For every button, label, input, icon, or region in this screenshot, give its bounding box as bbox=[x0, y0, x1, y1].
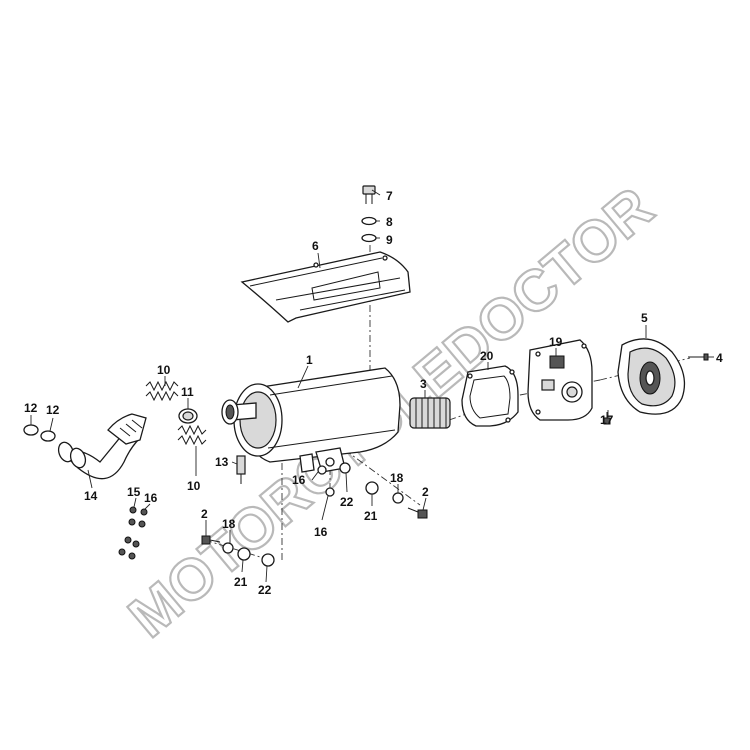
washer-8 bbox=[361, 216, 377, 226]
hardware-right bbox=[317, 462, 428, 519]
end-cap-5 bbox=[617, 338, 686, 415]
callout-12-left: 12 bbox=[24, 401, 38, 415]
callout-3: 3 bbox=[420, 377, 427, 391]
hardware-left bbox=[201, 535, 275, 567]
callout-16-mid: 16 bbox=[292, 473, 306, 487]
spring-10-lower bbox=[177, 424, 207, 446]
callout-4: 4 bbox=[716, 351, 723, 365]
callout-17: 17 bbox=[600, 413, 614, 427]
callout-2-left: 2 bbox=[201, 507, 208, 521]
callout-21-left: 21 bbox=[234, 575, 248, 589]
nut-cluster bbox=[118, 506, 148, 560]
sensor-13 bbox=[236, 455, 246, 484]
clamp-11 bbox=[178, 408, 198, 424]
screw-4 bbox=[688, 353, 709, 361]
callout-15: 15 bbox=[127, 485, 141, 499]
callout-7: 7 bbox=[386, 189, 393, 203]
callout-1: 1 bbox=[306, 353, 313, 367]
callout-2-right: 2 bbox=[422, 485, 429, 499]
callout-8: 8 bbox=[386, 215, 393, 229]
callout-5: 5 bbox=[641, 311, 648, 325]
ring-12a bbox=[23, 424, 39, 436]
callout-22-right: 22 bbox=[340, 495, 354, 509]
callout-13: 13 bbox=[215, 455, 229, 469]
callout-9: 9 bbox=[386, 233, 393, 247]
gasket-20 bbox=[461, 365, 519, 427]
callout-18-right: 18 bbox=[390, 471, 404, 485]
muffler-body bbox=[221, 367, 401, 473]
spring-10-upper bbox=[145, 380, 179, 402]
callout-19: 19 bbox=[549, 335, 563, 349]
callout-22-left: 22 bbox=[258, 583, 272, 597]
callout-18-left: 18 bbox=[222, 517, 236, 531]
callout-14: 14 bbox=[84, 489, 98, 503]
washer-9 bbox=[361, 233, 377, 243]
callout-11: 11 bbox=[181, 385, 194, 399]
callout-labels: 7 8 9 6 1 3 20 19 5 4 17 10 11 12 12 14 … bbox=[24, 189, 723, 597]
callout-20: 20 bbox=[480, 349, 494, 363]
ring-12b bbox=[40, 430, 56, 442]
silencer-core bbox=[409, 397, 451, 429]
callout-12-right: 12 bbox=[46, 403, 60, 417]
callout-10-upper: 10 bbox=[157, 363, 171, 377]
screw-17 bbox=[603, 412, 611, 425]
heat-shield bbox=[240, 251, 411, 323]
callout-16-bottom: 16 bbox=[314, 525, 328, 539]
leader-lines bbox=[30, 189, 714, 583]
callout-6: 6 bbox=[312, 239, 319, 253]
header-pipe-14 bbox=[57, 413, 147, 480]
bolt-7 bbox=[362, 185, 376, 204]
callout-21-right: 21 bbox=[364, 509, 378, 523]
callout-10-lower: 10 bbox=[187, 479, 201, 493]
end-plate-19 bbox=[527, 339, 593, 421]
callout-16-left: 16 bbox=[144, 491, 158, 505]
